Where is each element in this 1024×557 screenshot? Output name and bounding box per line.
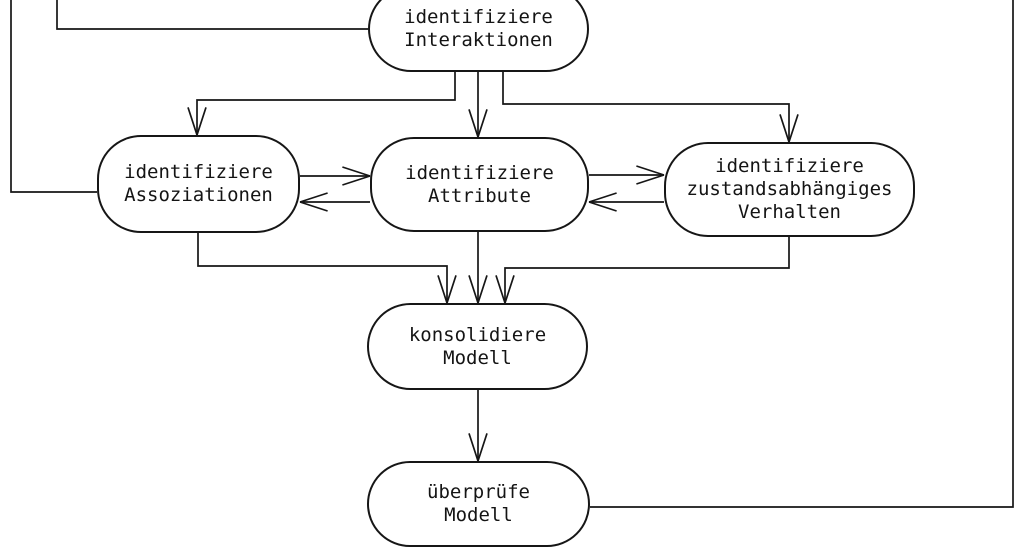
edge-assoziationen-to-konsolidiere (197, 233, 448, 303)
edge-ueberpruefe-feedback-right-up (590, 0, 1014, 508)
node-label-line: Attribute (428, 184, 531, 207)
arrowhead-attribute-to-zustandsabhaengiges (636, 165, 665, 185)
edge-zustandsabhaengiges-to-konsolidiere (504, 237, 790, 303)
node-label-line: Assoziationen (124, 184, 273, 206)
arrowhead-attribute-to-konsolidiere (468, 275, 488, 304)
arrowhead-zustandsabhaengiges-to-konsolidiere (495, 275, 515, 304)
arrowhead-assoziationen-to-konsolidiere (437, 275, 457, 304)
node-label-line: Verhalten (738, 201, 841, 223)
edge-into-interaktionen-from-top-left (56, 0, 368, 30)
node-label-line: identifiziere (715, 155, 864, 177)
node-label-line: identifiziere (124, 161, 273, 183)
node-label-line: konsolidiere (408, 323, 547, 346)
node-label-line: zustandsabhängiges (686, 178, 893, 200)
arrowhead-zustandsabhaengiges-to-attribute (588, 192, 617, 212)
arrowhead-interaktionen-to-assoziationen (187, 107, 207, 136)
edge-into-assoziationen-from-top-left (10, 0, 97, 193)
node-label-line: Modell (444, 504, 513, 526)
arrowhead-konsolidiere-to-ueberpruefe (468, 433, 488, 462)
arrowhead-attribute-to-assoziationen (299, 192, 328, 212)
node-label-line: identifiziere (405, 161, 554, 184)
node-label-line: überprüfe (427, 481, 530, 503)
node-label-line: identifiziere (404, 6, 553, 28)
edge-interaktionen-to-assoziationen (196, 72, 456, 135)
arrowhead-assoziationen-to-attribute (342, 166, 371, 186)
arrowhead-interaktionen-to-zustandsabhaengiges (779, 114, 799, 143)
node-label-line: Interaktionen (404, 29, 553, 51)
arrowhead-interaktionen-to-attribute (468, 109, 488, 138)
edge-interaktionen-to-zustandsabhaengiges (502, 72, 790, 142)
node-label-line: Modell (443, 346, 512, 369)
